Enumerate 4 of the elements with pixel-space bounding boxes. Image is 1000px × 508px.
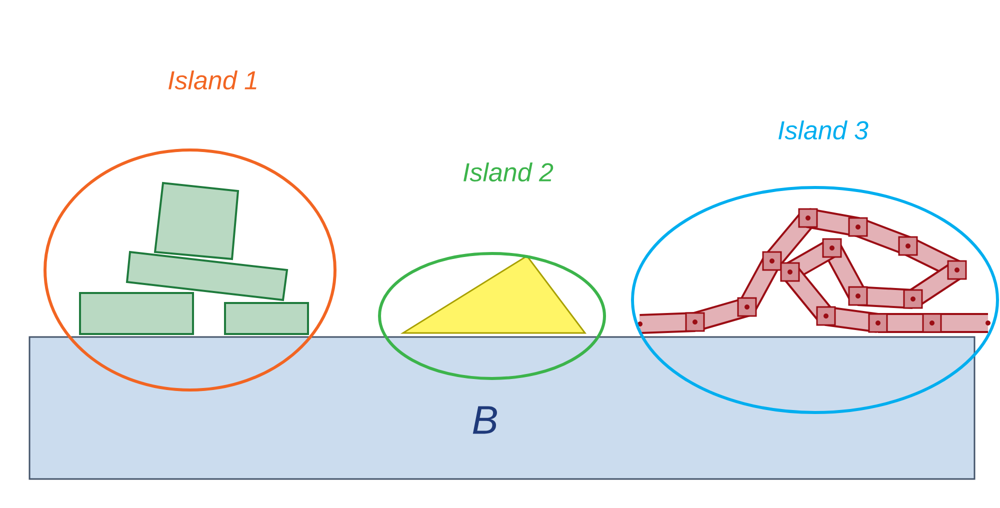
- base-block: B: [28, 336, 976, 480]
- island-label: Island 2: [464, 162, 554, 182]
- island-label: Island 1: [168, 70, 256, 90]
- island-label: Island 3: [778, 120, 868, 140]
